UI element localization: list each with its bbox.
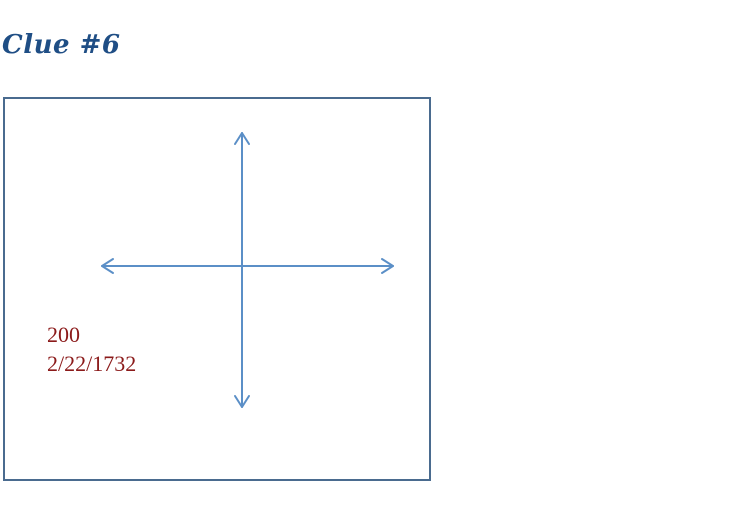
arrow-up-icon <box>234 132 250 145</box>
clue-frame <box>3 97 431 481</box>
clue-number: 200 <box>47 322 80 347</box>
clue-date: 2/22/1732 <box>47 351 137 376</box>
arrow-left-icon <box>101 258 114 274</box>
arrow-right-icon <box>381 258 394 274</box>
slide-title: Clue #6 <box>2 30 121 60</box>
arrow-down-icon <box>234 395 250 408</box>
